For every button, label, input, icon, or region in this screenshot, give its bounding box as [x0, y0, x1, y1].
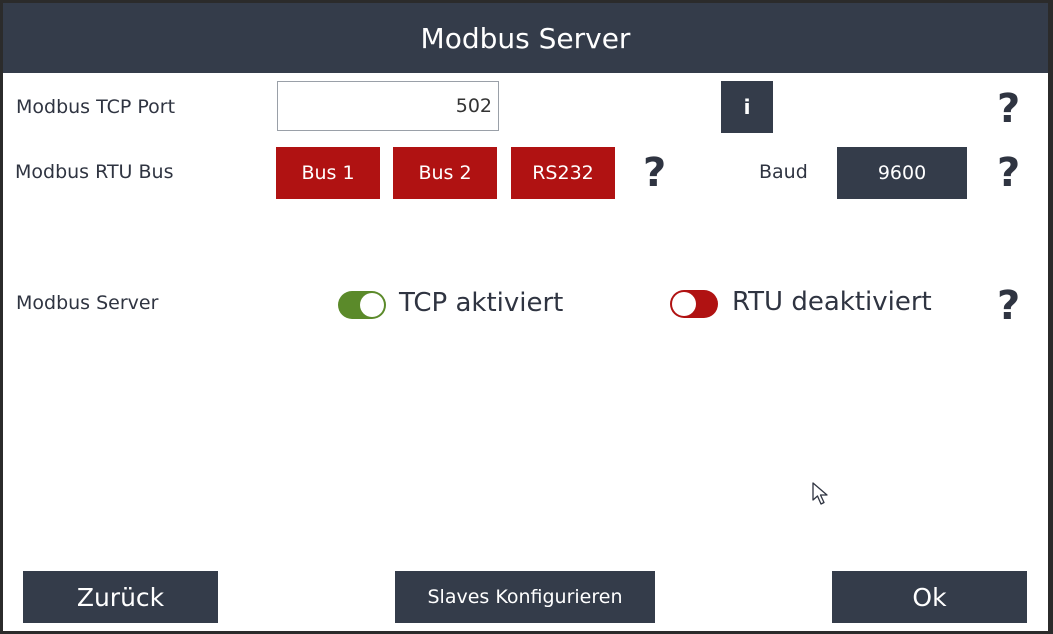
help-icon[interactable]: ?: [643, 150, 667, 196]
info-button[interactable]: i: [721, 81, 773, 133]
help-icon[interactable]: ?: [997, 150, 1021, 196]
window-title: Modbus Server: [420, 21, 631, 55]
baud-select[interactable]: 9600: [837, 147, 967, 199]
toggle-knob: [360, 293, 384, 317]
baud-label: Baud: [759, 161, 808, 183]
help-icon[interactable]: ?: [997, 86, 1021, 132]
mouse-cursor-icon: [812, 482, 828, 505]
tcp-toggle-label: TCP aktiviert: [399, 288, 564, 318]
tcp-port-input[interactable]: [277, 81, 499, 131]
configure-slaves-button[interactable]: Slaves Konfigurieren: [395, 571, 655, 623]
rtu-bus-label: Modbus RTU Bus: [15, 161, 174, 183]
bus2-button[interactable]: Bus 2: [393, 147, 497, 199]
dialog-window: Modbus Server Modbus TCP Port i ? Modbus…: [3, 3, 1048, 631]
tcp-port-label: Modbus TCP Port: [16, 96, 176, 118]
bus1-button[interactable]: Bus 1: [276, 147, 380, 199]
title-bar: Modbus Server: [3, 3, 1048, 73]
ok-button[interactable]: Ok: [832, 571, 1027, 623]
modbus-server-label: Modbus Server: [16, 292, 159, 314]
help-icon[interactable]: ?: [997, 283, 1021, 329]
rs232-button[interactable]: RS232: [511, 147, 615, 199]
tcp-toggle-switch[interactable]: [338, 291, 386, 319]
rtu-toggle-switch[interactable]: [670, 290, 718, 318]
rtu-toggle-label: RTU deaktiviert: [732, 287, 932, 317]
info-icon: i: [743, 95, 751, 119]
back-button[interactable]: Zurück: [23, 571, 218, 623]
toggle-knob: [672, 292, 696, 316]
